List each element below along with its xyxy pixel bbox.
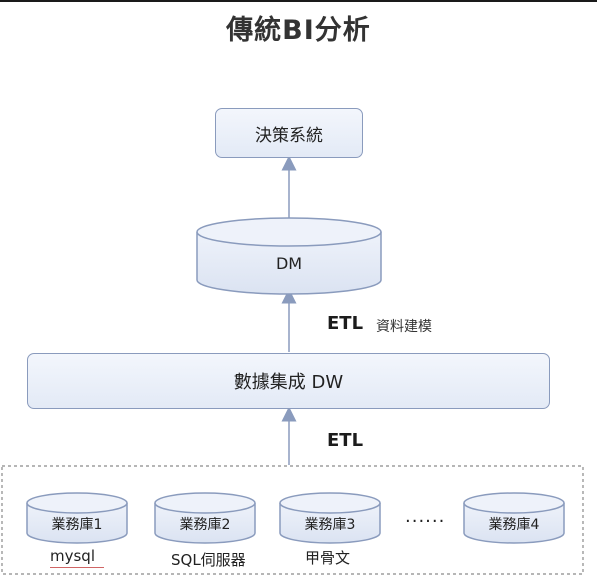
source-caption-2: SQL伺服器 [171, 551, 246, 569]
source-label-4: 業務庫4 [488, 517, 540, 533]
source-label-1: 業務庫1 [51, 517, 103, 533]
source-cylinder-3 [279, 492, 381, 544]
source-label-3: 業務庫3 [304, 517, 356, 533]
spellcheck-underline [50, 567, 104, 568]
source-caption-1: mysql [50, 547, 95, 565]
source-cylinder-4 [463, 492, 565, 544]
decision-system-box: 決策系統 [215, 108, 363, 158]
etl-upper-label: ETL [327, 313, 364, 334]
etl-lower-label: ETL [327, 430, 364, 451]
dm-label: DM [275, 254, 303, 273]
source-cylinder-2 [154, 492, 256, 544]
diagram-title: 傳統BI分析 [226, 15, 371, 46]
source-caption-3: 甲骨文 [305, 549, 351, 567]
source-label-2: 業務庫2 [179, 517, 231, 533]
dm-cylinder [196, 217, 382, 295]
more-sources-ellipsis: ...... [405, 506, 446, 527]
dw-box: 數據集成 DW [27, 353, 550, 409]
etl-upper-note: 資料建模 [376, 319, 432, 335]
source-cylinder-1 [26, 492, 128, 544]
top-divider [0, 0, 597, 2]
sources-container [1, 465, 584, 575]
